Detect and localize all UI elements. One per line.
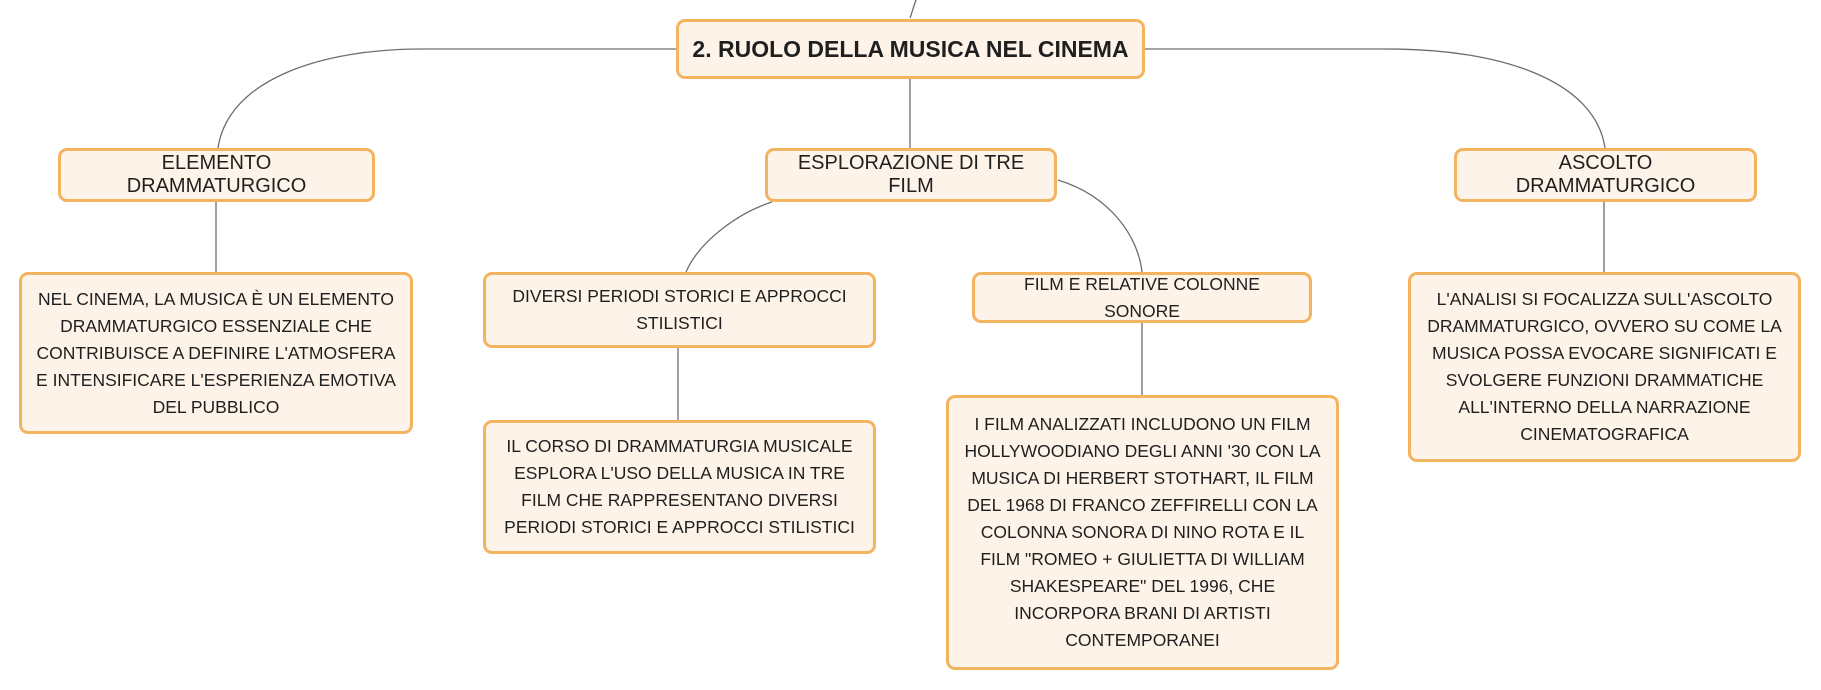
connector-parent-root: [909, 0, 917, 19]
connector-root-elemento: [217, 48, 676, 149]
root-node-label: 2. RUOLO DELLA MUSICA NEL CINEMA: [692, 35, 1129, 62]
topic-esplorazione-tre-film[interactable]: ESPLORAZIONE DI TRE FILM: [765, 148, 1057, 202]
detail-periodi[interactable]: IL CORSO DI DRAMMATURGIA MUSICALE ESPLOR…: [483, 420, 876, 554]
connector-esplorazione-periodi: [685, 201, 773, 273]
detail-elemento[interactable]: NEL CINEMA, LA MUSICA È UN ELEMENTO DRAM…: [19, 272, 413, 434]
subtopic-colonne-label: FILM E RELATIVE COLONNE SONORE: [1024, 273, 1260, 321]
detail-colonne[interactable]: I FILM ANALIZZATI INCLUDONO UN FILM HOLL…: [946, 395, 1339, 670]
topic-ascolto-drammaturgico[interactable]: ASCOLTO DRAMMATURGICO: [1454, 148, 1757, 202]
topic-ascolto-label: ASCOLTO DRAMMATURGICO: [1515, 152, 1696, 197]
subtopic-colonne-sonore[interactable]: FILM E RELATIVE COLONNE SONORE: [972, 272, 1312, 323]
subtopic-periodi-label: DIVERSI PERIODI STORICI E APPROCCI STILI…: [512, 286, 847, 333]
detail-ascolto[interactable]: L'ANALISI SI FOCALIZZA SULL'ASCOLTO DRAM…: [1408, 272, 1801, 462]
detail-periodi-text: IL CORSO DI DRAMMATURGIA MUSICALE ESPLOR…: [504, 436, 855, 537]
detail-ascolto-text: L'ANALISI SI FOCALIZZA SULL'ASCOLTO DRAM…: [1427, 289, 1782, 444]
topic-elemento-drammaturgico[interactable]: ELEMENTO DRAMMATURGICO: [58, 148, 375, 202]
topic-elemento-label: ELEMENTO DRAMMATURGICO: [126, 152, 307, 197]
detail-elemento-text: NEL CINEMA, LA MUSICA È UN ELEMENTO DRAM…: [36, 288, 396, 417]
root-node[interactable]: 2. RUOLO DELLA MUSICA NEL CINEMA: [676, 19, 1145, 79]
connector-esplorazione-colonne: [1057, 179, 1143, 273]
topic-esplorazione-label: ESPLORAZIONE DI TRE FILM: [797, 152, 1025, 197]
detail-colonne-text: I FILM ANALIZZATI INCLUDONO UN FILM HOLL…: [964, 414, 1321, 650]
connector-root-ascolto: [1145, 48, 1606, 149]
subtopic-periodi-storici[interactable]: DIVERSI PERIODI STORICI E APPROCCI STILI…: [483, 272, 876, 348]
